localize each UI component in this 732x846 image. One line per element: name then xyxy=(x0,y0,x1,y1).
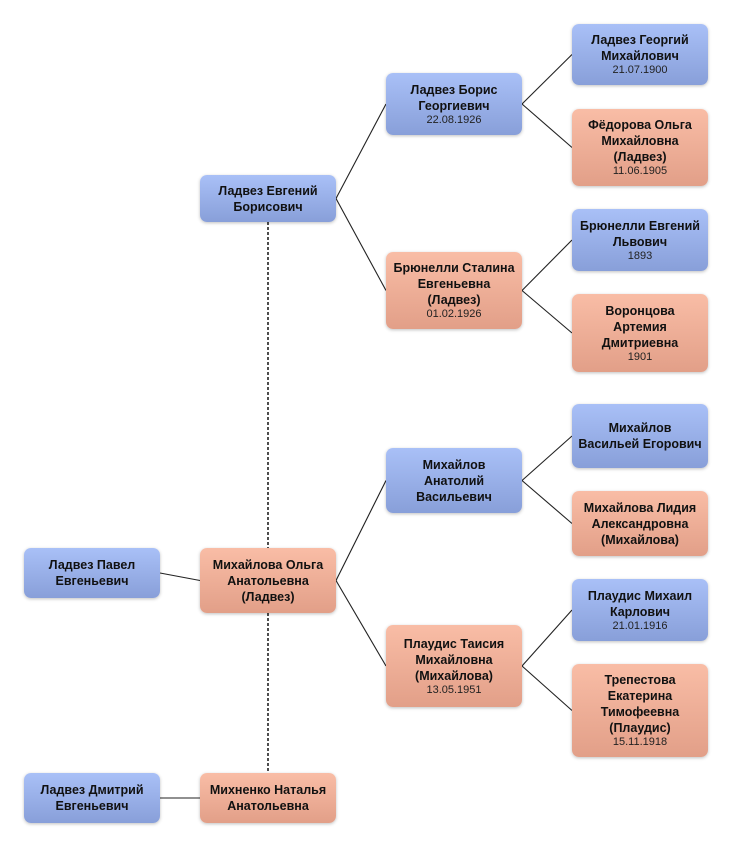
person-name: Михайлов Васильей Егорович xyxy=(578,421,702,451)
person-name: Михайлов Анатолий Васильевич xyxy=(416,457,492,504)
parent-link xyxy=(521,239,573,291)
person-name: Плаудис Таисия Михайловна (Михайлова) xyxy=(403,636,505,683)
person-node-trepestova[interactable]: Трепестова Екатерина Тимофеевна (Плаудис… xyxy=(572,664,708,757)
parent-link xyxy=(521,665,573,711)
person-name: Ладвез Евгений Борисович xyxy=(218,183,318,214)
parent-link xyxy=(521,480,573,524)
parent-link xyxy=(335,103,387,199)
parent-link xyxy=(521,290,573,334)
person-node-anatoly[interactable]: Михайлов Анатолий Васильевич xyxy=(386,448,522,513)
parent-link xyxy=(521,435,573,481)
parent-link xyxy=(521,54,573,105)
person-name: Михненко Наталья Анатольевна xyxy=(209,783,327,813)
person-name: Михайлова Ольга Анатольевна (Ладвез) xyxy=(212,557,324,604)
person-name: Ладвез Дмитрий Евгеньевич xyxy=(40,783,144,813)
person-node-fedorova[interactable]: Фёдорова Ольга Михайловна (Ладвез)11.06.… xyxy=(572,109,708,186)
person-node-olga[interactable]: Михайлова Ольга Анатольевна (Ладвез) xyxy=(200,548,336,613)
person-name: Ладвез Павел Евгеньевич xyxy=(48,558,136,588)
person-date: 1893 xyxy=(627,249,653,262)
person-node-stalina[interactable]: Брюнелли Сталина Евгеньевна (Ладвез)01.0… xyxy=(386,252,522,329)
person-node-lidia[interactable]: Михайлова Лидия Александровна (Михайлова… xyxy=(572,491,708,556)
person-name: Ладвез Георгий Михайлович xyxy=(591,33,689,63)
person-node-dmitry[interactable]: Ладвез Дмитрий Евгеньевич xyxy=(24,773,160,823)
parent-link xyxy=(335,580,387,667)
person-name: Брюнелли Евгений Львович xyxy=(580,218,700,249)
person-name: Трепестова Екатерина Тимофеевна (Плаудис… xyxy=(600,673,680,735)
parent-link xyxy=(335,198,387,291)
parent-link xyxy=(521,103,573,148)
person-node-evgeny[interactable]: Ладвез Евгений Борисович xyxy=(200,175,336,222)
person-date: 11.06.1905 xyxy=(612,165,668,177)
parent-link xyxy=(335,480,387,581)
person-date: 01.02.1926 xyxy=(426,308,482,320)
person-date: 1901 xyxy=(627,350,653,363)
person-node-mikhnenko[interactable]: Михненко Наталья Анатольевна xyxy=(200,773,336,823)
person-name: Фёдорова Ольга Михайловна (Ладвез) xyxy=(588,118,692,164)
person-node-pavel[interactable]: Ладвез Павел Евгеньевич xyxy=(24,548,160,598)
person-date: 22.08.1926 xyxy=(426,113,482,126)
parent-link xyxy=(521,609,573,667)
person-date: 13.05.1951 xyxy=(426,683,482,696)
parent-link xyxy=(159,572,201,582)
person-date: 21.01.1916 xyxy=(612,619,668,632)
person-node-taisia[interactable]: Плаудис Таисия Михайловна (Михайлова)13.… xyxy=(386,625,522,707)
person-name: Плаудис Михаил Карлович xyxy=(587,588,693,619)
person-name: Ладвез Борис Георгиевич xyxy=(410,82,498,113)
person-name: Брюнелли Сталина Евгеньевна (Ладвез) xyxy=(393,261,515,307)
person-name: Михайлова Лидия Александровна (Михайлова… xyxy=(583,500,697,547)
person-node-vasily[interactable]: Михайлов Васильей Егорович xyxy=(572,404,708,468)
person-date: 15.11.1918 xyxy=(612,736,668,748)
person-name: Воронцова Артемия Дмитриевна xyxy=(601,303,679,350)
person-date: 21.07.1900 xyxy=(612,64,668,76)
